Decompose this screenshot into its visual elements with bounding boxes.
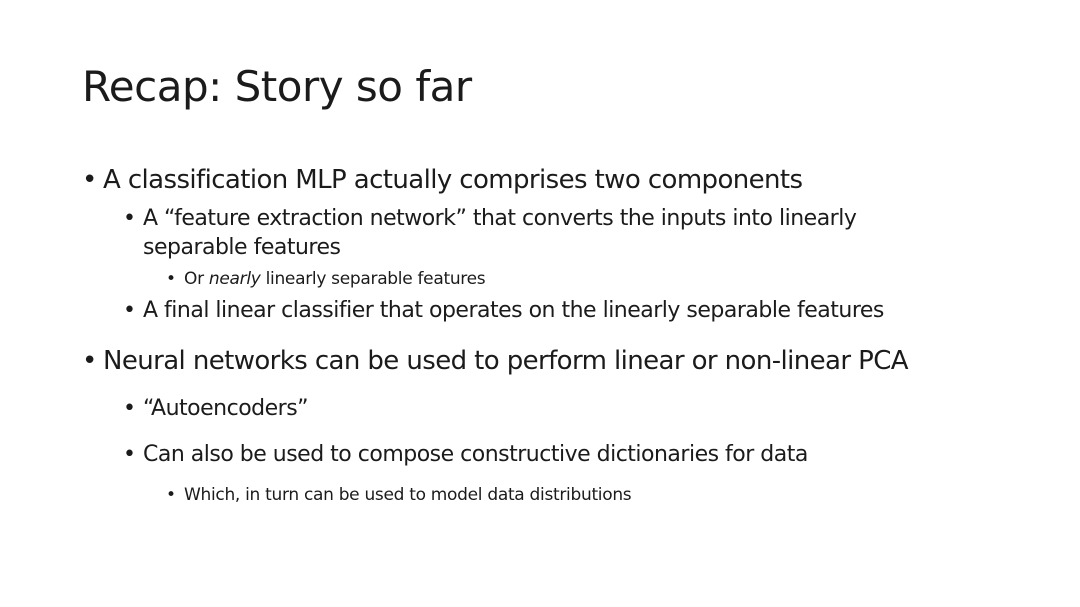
bullet-dot: •	[123, 206, 136, 231]
bullet-text: Neural networks can be used to perform l…	[103, 346, 909, 376]
bullet-dot: •	[166, 485, 176, 505]
bullet-text: A final linear classifier that operates …	[143, 298, 884, 323]
bullet-dot: •	[123, 396, 136, 421]
bullet-feature-extraction: • A “feature extraction network” that co…	[123, 204, 857, 262]
bullet-text: Can also be used to compose constructive…	[143, 442, 808, 467]
bullet-text: Which, in turn can be used to model data…	[184, 485, 632, 505]
bullet-dot: •	[123, 442, 136, 467]
bullet-constructive-dictionaries: • Can also be used to compose constructi…	[123, 442, 808, 467]
bullet-text-prefix: Or	[184, 269, 209, 289]
bullet-text-suffix: linearly separable features	[260, 269, 486, 289]
bullet-text-line1: A “feature extraction network” that conv…	[143, 206, 857, 231]
bullet-model-distributions: • Which, in turn can be used to model da…	[166, 485, 632, 505]
bullet-dot: •	[123, 298, 136, 323]
bullet-text: “Autoencoders”	[143, 396, 309, 421]
slide-title: Recap: Story so far	[82, 62, 472, 111]
bullet-dot: •	[166, 269, 176, 289]
bullet-autoencoders: • “Autoencoders”	[123, 396, 309, 421]
bullet-text-line2: separable features	[143, 235, 341, 260]
bullet-neural-networks-pca: • Neural networks can be used to perform…	[82, 346, 909, 376]
bullet-dot: •	[82, 165, 97, 195]
bullet-nearly-separable: • Or nearly linearly separable features	[166, 269, 486, 289]
bullet-text: A classification MLP actually comprises …	[103, 165, 803, 195]
bullet-text-emphasis: nearly	[208, 269, 261, 289]
bullet-dot: •	[82, 346, 97, 376]
bullet-final-linear-classifier: • A final linear classifier that operate…	[123, 298, 884, 323]
bullet-classification-mlp: • A classification MLP actually comprise…	[82, 165, 803, 195]
